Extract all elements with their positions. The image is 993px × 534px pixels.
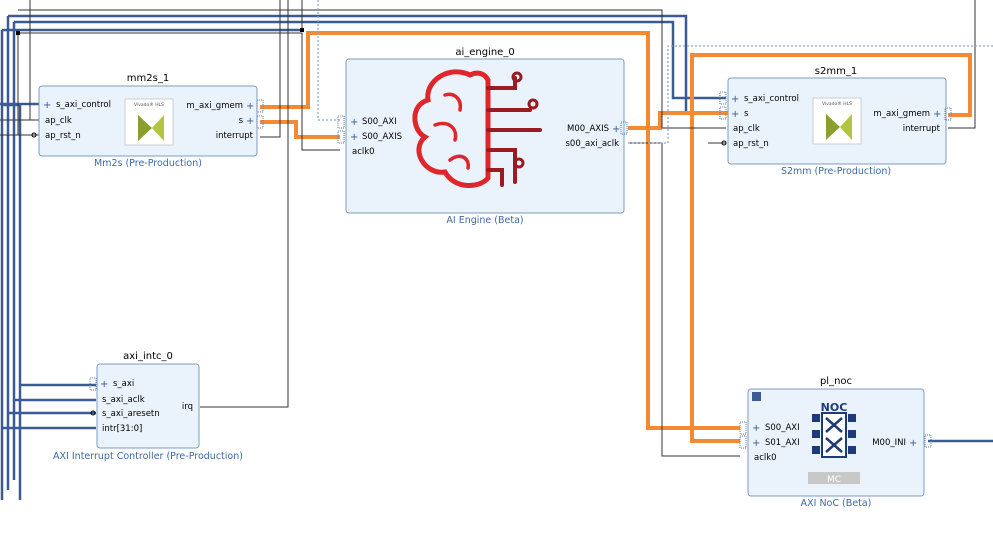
axi-intc-port-intr: intr[31:0] <box>102 424 142 434</box>
s2mm-plus-icon: + <box>731 94 739 105</box>
ai-engine-port-aclk0: aclk0 <box>352 147 375 157</box>
pl-noc-port-aclk0: aclk0 <box>754 453 777 463</box>
ai-engine-plus-icon-2: + <box>350 132 358 143</box>
pl-noc-subtitle: AXI NoC (Beta) <box>801 498 872 509</box>
wire-net-5 <box>18 32 340 151</box>
svg-text:MC: MC <box>827 475 841 485</box>
wire-net-9 <box>18 9 726 129</box>
pl-noc-plus-icon-2: + <box>752 438 760 449</box>
mm2s-plus-icon-2: + <box>246 101 254 112</box>
svg-text:Vivado® HLS: Vivado® HLS <box>134 101 164 108</box>
wire-net-6 <box>260 0 281 138</box>
ai-engine-subtitle: AI Engine (Beta) <box>446 215 523 226</box>
block-pl-noc[interactable]: pl_noc S00_AXI S01_AXI aclk0 + + M00_INI… <box>747 376 925 509</box>
s2mm-rst-dot-icon <box>721 140 727 146</box>
port-connectors <box>89 91 952 449</box>
ai-engine-plus-icon-3: + <box>612 124 620 135</box>
mm2s-port-interrupt: interrupt <box>216 131 254 141</box>
ai-engine-port-s00_axi_aclk: s00_axi_aclk <box>565 139 619 149</box>
mm2s-port-ap_rst_n: ap_rst_n <box>45 131 81 141</box>
mm2s-port-s: s <box>239 116 244 126</box>
s2mm-plus-icon-2: + <box>731 109 739 120</box>
axi-intc-port-s_axi_aclk: s_axi_aclk <box>102 395 145 405</box>
s2mm-port-s_axi_control: s_axi_control <box>744 94 799 104</box>
axi-intc-subtitle: AXI Interrupt Controller (Pre-Production… <box>53 451 243 462</box>
s2mm-port-ap_clk: ap_clk <box>733 124 760 134</box>
vivado-hls-logo-icon: Vivado® HLS <box>812 97 862 145</box>
block-axi-intc[interactable]: axi_intc_0 s_axi s_axi_aclk s_axi_areset… <box>53 351 243 462</box>
axi-intc-port-s_axi_aresetn: s_axi_aresetn <box>102 409 160 419</box>
pl-noc-collapse-icon[interactable] <box>752 392 761 401</box>
junction-dots <box>16 28 304 35</box>
block-ai-engine[interactable]: ai_engine_0 S00_AXI S00_AXIS aclk0 + + M… <box>345 47 625 226</box>
dotted-wires <box>317 0 993 144</box>
axi-intc-port-irq: irq <box>182 402 193 412</box>
pl-noc-port-S00_AXI: S00_AXI <box>765 423 800 433</box>
noc-crossbar-icon: NOC MC <box>808 401 860 485</box>
ai-engine-plus-icon: + <box>350 117 358 128</box>
mm2s-port-s_axi_control: s_axi_control <box>56 100 111 110</box>
pl-noc-port-M00_INI: M00_INI <box>872 438 906 448</box>
ai-engine-body <box>345 58 625 214</box>
bus-wires <box>0 14 993 500</box>
mm2s-subtitle: Mm2s (Pre-Production) <box>94 158 202 169</box>
axi-intc-body <box>96 363 200 449</box>
wire-net-12 <box>948 0 976 129</box>
ai-engine-port-S00_AXI: S00_AXI <box>362 117 397 127</box>
mm2s-port-ap_clk: ap_clk <box>45 116 72 126</box>
ai-engine-port-M00_AXIS: M00_AXIS <box>567 124 609 134</box>
s2mm-plus-icon-3: + <box>933 109 941 120</box>
wire-dotted-1 <box>317 0 340 121</box>
svg-text:NOC: NOC <box>821 401 848 414</box>
axi-intc-rst-dot-icon <box>90 410 96 416</box>
mm2s-title: mm2s_1 <box>127 73 169 84</box>
wire-mm2s-gmem <box>260 31 740 430</box>
ai-engine-title: ai_engine_0 <box>455 47 514 58</box>
mm2s-rst-dot-icon <box>31 132 37 138</box>
pl-noc-plus-icon: + <box>752 423 760 434</box>
pl-noc-port-S01_AXI: S01_AXI <box>765 438 800 448</box>
s2mm-port-ap_rst_n: ap_rst_n <box>733 139 769 149</box>
svg-text:Vivado® HLS: Vivado® HLS <box>822 100 852 107</box>
pl-noc-title: pl_noc <box>820 376 852 387</box>
s2mm-port-m_axi_gmem: m_axi_gmem <box>873 109 930 119</box>
mm2s-port-m_axi_gmem: m_axi_gmem <box>186 101 243 111</box>
s2mm-port-s: s <box>744 109 749 119</box>
ai-engine-port-S00_AXIS: S00_AXIS <box>362 132 402 142</box>
s2mm-port-interrupt: interrupt <box>903 124 941 134</box>
vivado-hls-logo-icon: Vivado® HLS <box>124 98 174 146</box>
wire-s2mm-gmem <box>690 53 972 443</box>
mm2s-plus-icon: + <box>43 100 51 111</box>
ai-engine-brain-icon <box>412 69 542 188</box>
s2mm-title: s2mm_1 <box>815 66 857 77</box>
stream-wires <box>260 31 972 443</box>
axi-intc-plus-icon: + <box>100 379 108 390</box>
s2mm-subtitle: S2mm (Pre-Production) <box>781 166 891 177</box>
axi-intc-title: axi_intc_0 <box>123 351 173 362</box>
wire-bus-1 <box>1 103 22 500</box>
wire-net-10 <box>628 142 740 457</box>
wire-dotted-2 <box>628 45 993 144</box>
wire-bus-top-1 <box>14 20 726 100</box>
block-mm2s[interactable]: mm2s_1 s_axi_control ap_clk ap_rst_n + m… <box>31 73 258 169</box>
mm2s-plus-icon-3: + <box>246 116 254 127</box>
wire-mm2s-s <box>260 120 340 139</box>
wire-ai-m00axis <box>628 111 728 130</box>
block-s2mm[interactable]: s2mm_1 s_axi_control s ap_clk ap_rst_n +… <box>721 66 947 177</box>
pl-noc-plus-icon-3: + <box>909 438 917 449</box>
wire-net-7 <box>200 0 289 408</box>
axi-intc-port-s_axi: s_axi <box>113 379 134 389</box>
